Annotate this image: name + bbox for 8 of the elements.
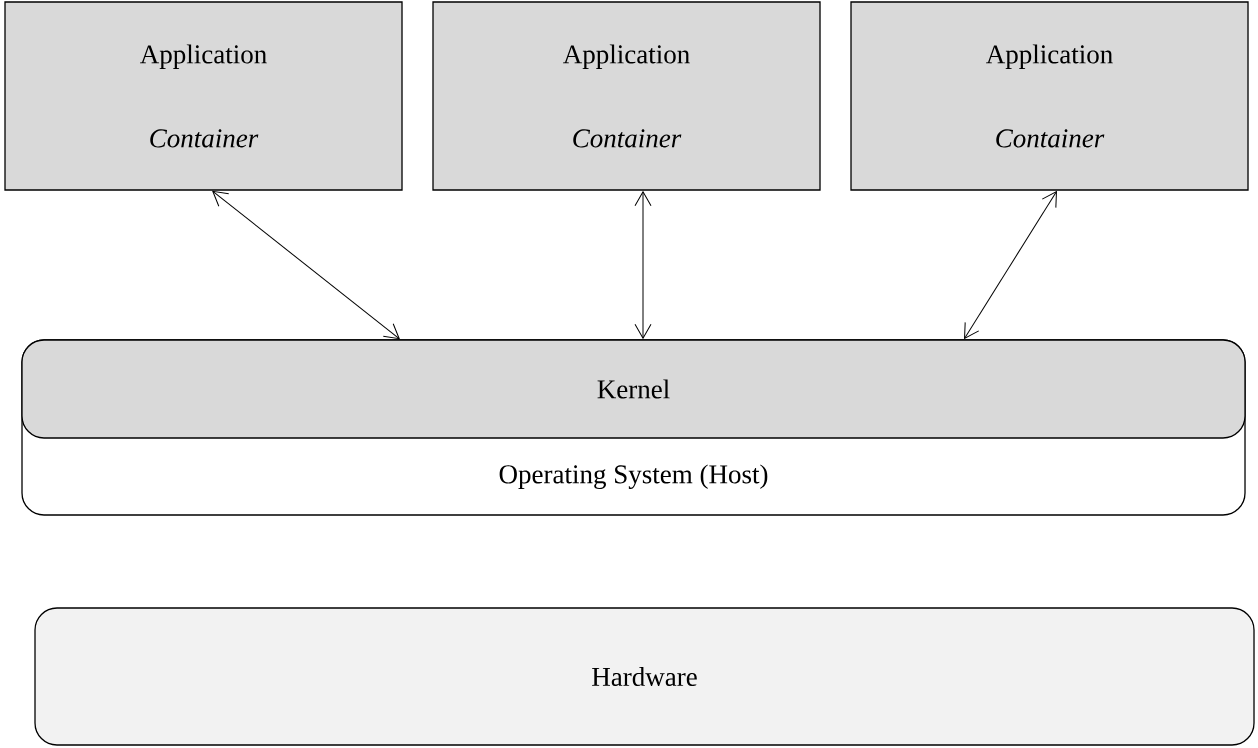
hardware-box: Hardware bbox=[34, 607, 1255, 746]
arrow bbox=[634, 191, 652, 339]
container-box: Application Container bbox=[850, 1, 1249, 191]
container-box: Application Container bbox=[432, 1, 821, 191]
kernel-box: Kernel bbox=[21, 339, 1246, 439]
arrow bbox=[964, 191, 1057, 339]
container-box: Application Container bbox=[4, 1, 403, 191]
arrow bbox=[212, 190, 400, 340]
